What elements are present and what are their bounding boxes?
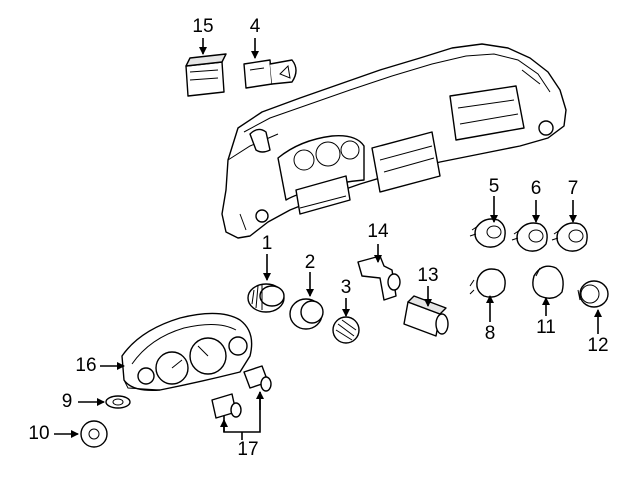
part-4-hazard-switch — [243, 59, 297, 89]
part-3-knob — [332, 316, 360, 344]
part-9-lens — [105, 395, 131, 409]
callout-2: 2 — [305, 252, 316, 273]
part-16-instrument-cluster — [121, 312, 253, 391]
callout-16: 16 — [75, 355, 96, 376]
callout-13: 13 — [417, 265, 438, 286]
callout-1: 1 — [262, 233, 273, 254]
part-1-knob — [247, 283, 285, 313]
part-12-cap — [577, 280, 609, 308]
callout-8: 8 — [485, 323, 496, 344]
part-6-switch — [511, 222, 548, 252]
part-7-switch — [551, 222, 588, 252]
callout-7: 7 — [568, 178, 579, 199]
part-10-cap — [80, 420, 108, 448]
part-15-switch — [185, 53, 227, 97]
callout-3: 3 — [341, 277, 352, 298]
callout-labels: 15 4 1 2 3 14 13 5 6 7 8 11 12 16 9 10 1… — [28, 16, 608, 460]
leader-lines — [54, 38, 602, 440]
dashboard-panel — [221, 43, 567, 239]
callout-9: 9 — [62, 391, 73, 412]
callout-4: 4 — [250, 16, 261, 37]
part-11-switch — [532, 265, 564, 299]
part-17-bulbs — [211, 365, 272, 419]
part-2-ring — [289, 298, 324, 330]
part-13-connector — [403, 295, 449, 337]
part-8-switch — [469, 268, 506, 298]
callout-5: 5 — [489, 176, 500, 197]
callout-17: 17 — [237, 439, 258, 460]
callout-14: 14 — [367, 221, 389, 242]
callout-15: 15 — [192, 16, 213, 37]
callout-12: 12 — [587, 335, 608, 356]
part-5-switch — [469, 218, 506, 248]
callout-10: 10 — [28, 423, 49, 444]
part-14-bracket — [357, 255, 401, 301]
callout-11: 11 — [536, 317, 556, 338]
callout-6: 6 — [531, 178, 542, 199]
